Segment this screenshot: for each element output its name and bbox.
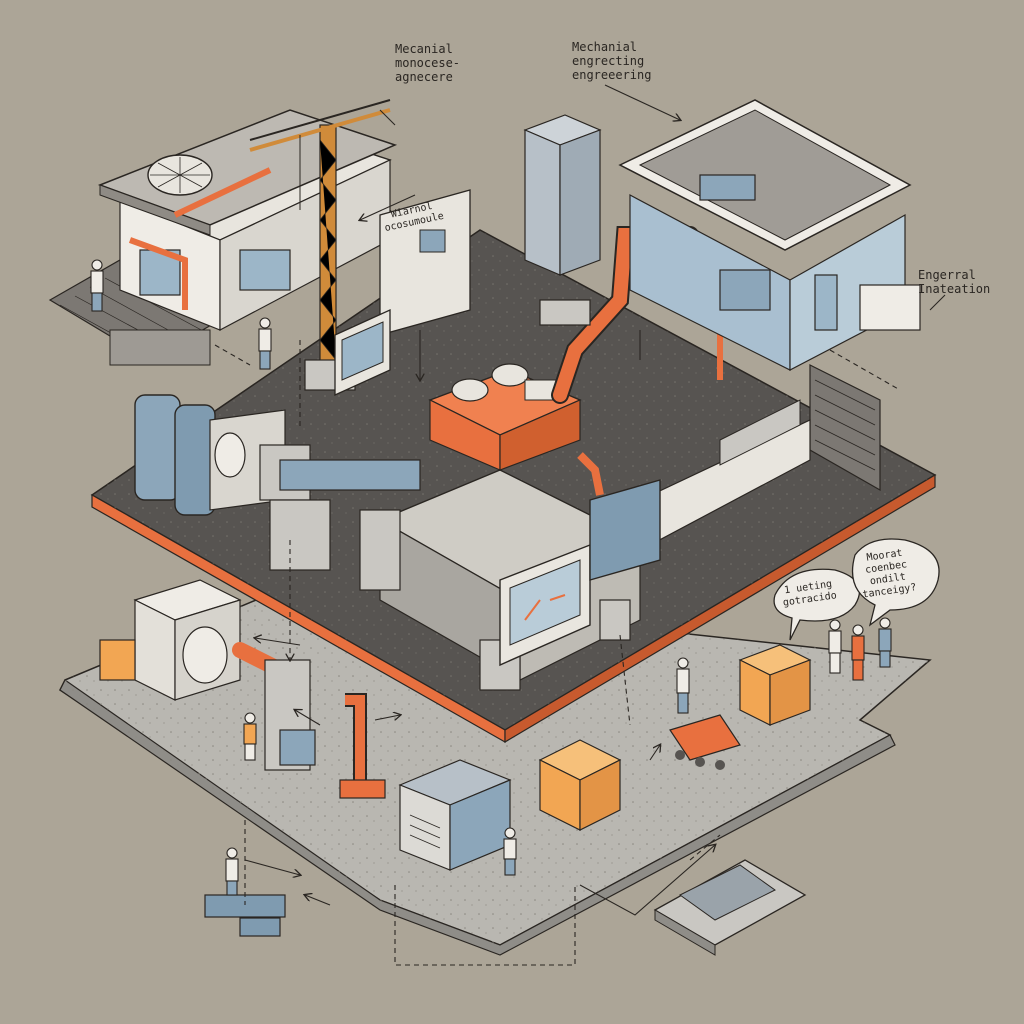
connector-lines bbox=[214, 84, 946, 966]
worker-icon bbox=[90, 259, 892, 896]
tank-icon bbox=[134, 394, 421, 571]
top-left-building bbox=[48, 109, 398, 366]
right-conveyor bbox=[589, 399, 811, 581]
label-top-left: Mecanial monocese- agnecere bbox=[395, 42, 461, 84]
monitor-icon bbox=[334, 308, 391, 397]
roof-fan-icon bbox=[147, 154, 213, 196]
cart-icon bbox=[669, 714, 741, 770]
label-top-center: Mechanial engrecting engreeering bbox=[572, 40, 652, 82]
central-machine bbox=[428, 363, 582, 471]
right-building bbox=[618, 99, 921, 492]
ac-unit bbox=[99, 579, 316, 771]
tall-cabinet bbox=[523, 114, 602, 326]
info-panel bbox=[379, 189, 471, 336]
toolbox bbox=[204, 894, 286, 937]
floor-plate bbox=[653, 859, 807, 956]
generator bbox=[398, 759, 512, 871]
amber-crates bbox=[538, 644, 812, 831]
standpipe bbox=[339, 693, 386, 799]
crane-icon bbox=[249, 99, 391, 391]
pit-monitor bbox=[499, 543, 591, 667]
speech-bubble-icon bbox=[773, 538, 940, 641]
label-right: Engerral Inateation bbox=[918, 268, 991, 296]
bubble-right-text: Moorat coenbec ondilt tanceigy? bbox=[861, 547, 918, 601]
